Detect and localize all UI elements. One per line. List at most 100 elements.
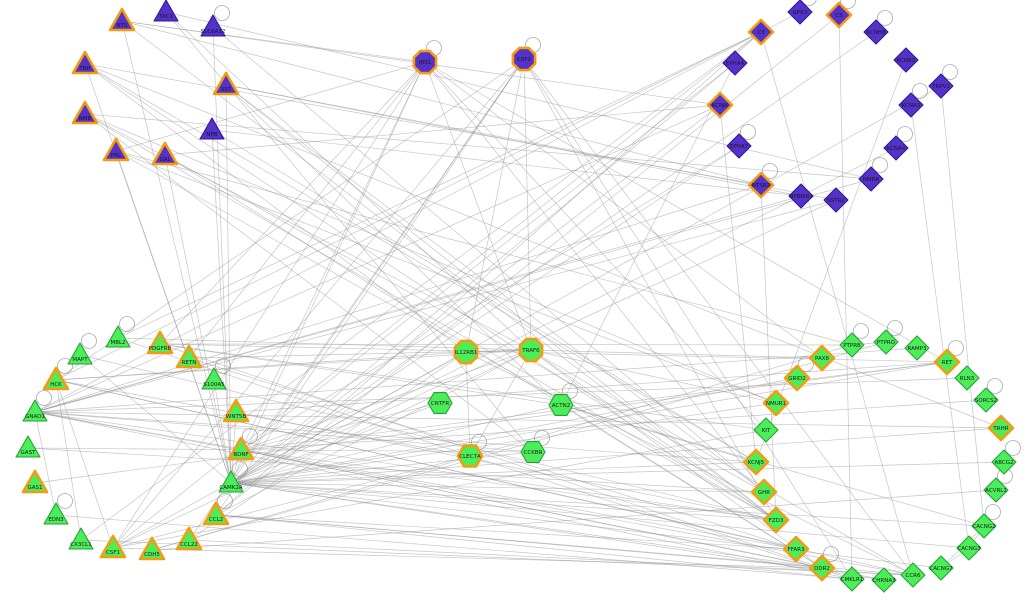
node-shape-dia[interactable]	[898, 92, 924, 118]
node-shape-dia[interactable]	[863, 19, 889, 45]
node-shape-dia[interactable]	[839, 566, 865, 592]
node-shape-tri[interactable]	[108, 7, 136, 32]
node-PRL[interactable]: PRL	[102, 137, 130, 162]
node-shape-tri[interactable]	[151, 141, 179, 166]
node-TRH[interactable]: TRH	[71, 50, 99, 75]
node-shape-dia[interactable]	[762, 506, 790, 534]
node-shape-dia[interactable]	[722, 50, 748, 76]
node-shape-tri[interactable]	[202, 501, 230, 526]
node-shape-dia[interactable]	[825, 1, 853, 29]
node-shape-dia[interactable]	[973, 387, 999, 413]
node-GPR3[interactable]: GPR3	[787, 0, 813, 25]
node-TRAF6[interactable]: TRAF6	[518, 337, 544, 363]
node-shape-dia[interactable]	[839, 332, 865, 358]
node-shape-tri[interactable]	[71, 50, 99, 75]
node-RLN3[interactable]: RLN3	[954, 365, 980, 391]
node-shape-tri[interactable]	[199, 117, 225, 140]
node-shape-tri[interactable]	[42, 366, 70, 391]
node-KCNB2[interactable]: KCNB2	[893, 47, 919, 73]
node-shape-tri[interactable]	[212, 71, 240, 96]
node-FZD3[interactable]: FZD3	[762, 506, 790, 534]
node-NMUR1[interactable]: NMUR1	[762, 389, 790, 417]
node-SSTR2[interactable]: SSTR2	[823, 187, 849, 213]
node-shape-tri[interactable]	[200, 14, 226, 37]
node-TRHR[interactable]: TRHR	[987, 414, 1015, 442]
node-shape-dia[interactable]	[742, 448, 770, 476]
node-IRS1[interactable]: IRS1	[412, 49, 438, 75]
node-shape-oct[interactable]	[453, 339, 479, 365]
node-shape-dia[interactable]	[788, 183, 814, 209]
node-PAX8[interactable]: PAX8	[808, 344, 836, 372]
node-HCK[interactable]: HCK	[42, 366, 70, 391]
node-shape-tri[interactable]	[99, 534, 127, 559]
node-shape-dia[interactable]	[808, 344, 836, 372]
node-CCR6[interactable]: CCR6	[900, 562, 926, 588]
node-shape-dia[interactable]	[747, 171, 775, 199]
node-KIT[interactable]: KIT	[753, 417, 779, 443]
node-NTSR2[interactable]: NTSR2	[747, 171, 775, 199]
node-shape-dia[interactable]	[893, 47, 919, 73]
node-shape-tri[interactable]	[43, 502, 69, 525]
node-shape-dia[interactable]	[883, 135, 909, 161]
node-KCNA3[interactable]: KCNA3	[898, 92, 924, 118]
node-shape-tri[interactable]	[218, 470, 244, 493]
node-shape-dia[interactable]	[928, 555, 954, 581]
node-CACNG3[interactable]: CACNG3	[956, 535, 982, 561]
node-EPHA7[interactable]: EPHA7	[726, 133, 752, 159]
node-shape-hex[interactable]	[548, 394, 574, 416]
node-shape-dia[interactable]	[956, 535, 982, 561]
node-shape-dia[interactable]	[873, 329, 899, 355]
node-KCNJ5[interactable]: KCNJ5	[742, 448, 770, 476]
node-shape-dia[interactable]	[971, 513, 997, 539]
node-shape-tri[interactable]	[102, 137, 130, 162]
node-shape-dia[interactable]	[987, 414, 1015, 442]
node-EPHA4[interactable]: EPHA4	[722, 50, 748, 76]
node-shape-dia[interactable]	[954, 365, 980, 391]
node-CSF2[interactable]: CSF2	[511, 46, 537, 72]
node-NTS[interactable]: NTS	[108, 7, 136, 32]
node-shape-tri[interactable]	[105, 325, 131, 348]
node-shape-dia[interactable]	[983, 477, 1009, 503]
node-GAL[interactable]: GAL	[151, 141, 179, 166]
node-shape-tri[interactable]	[201, 367, 227, 390]
node-shape-dia[interactable]	[991, 449, 1017, 475]
node-CDH5[interactable]: CDH5	[138, 536, 166, 561]
node-shape-tri[interactable]	[71, 100, 99, 125]
node-shape-tri[interactable]	[138, 536, 166, 561]
node-shape-dia[interactable]	[858, 166, 884, 192]
node-shape-dia[interactable]	[933, 348, 961, 376]
node-shape-hex[interactable]	[520, 441, 546, 463]
node-shape-hex[interactable]	[456, 444, 484, 468]
node-shape-oct[interactable]	[412, 49, 438, 75]
node-CX3CL1[interactable]: CX3CL1	[68, 527, 94, 550]
node-shape-tri[interactable]	[227, 436, 255, 461]
node-CCL22[interactable]: CCL22	[175, 526, 203, 551]
node-TAC1[interactable]: TAC1	[153, 0, 179, 22]
node-KCNH8[interactable]: KCNH8	[863, 19, 889, 45]
node-shape-tri[interactable]	[146, 330, 174, 355]
node-GHR[interactable]: GHR	[750, 478, 778, 506]
node-PTPRO[interactable]: PTPRO	[873, 329, 899, 355]
node-shape-dia[interactable]	[871, 567, 897, 593]
node-shape-dia[interactable]	[900, 562, 926, 588]
node-shape-tri[interactable]	[21, 469, 49, 494]
node-ABCG2[interactable]: ABCG2	[991, 449, 1017, 475]
node-C5[interactable]: C5	[825, 1, 853, 29]
node-shape-dia[interactable]	[750, 478, 778, 506]
node-EDN3[interactable]: EDN3	[43, 502, 69, 525]
node-shape-tri[interactable]	[68, 527, 94, 550]
node-NMBR[interactable]: NMBR	[858, 166, 884, 192]
node-shape-dia[interactable]	[787, 0, 813, 25]
node-shape-hex[interactable]	[427, 392, 453, 414]
node-S100A5[interactable]: S100A5	[201, 367, 227, 390]
node-MBL2[interactable]: MBL2	[105, 325, 131, 348]
node-CNTFR[interactable]: CNTFR	[427, 392, 453, 414]
node-shape-tri[interactable]	[15, 435, 41, 458]
node-ACTN2[interactable]: ACTN2	[548, 394, 574, 416]
node-CCKBR[interactable]: CCKBR	[520, 441, 546, 463]
node-shape-dia[interactable]	[782, 535, 810, 563]
node-shape-oct[interactable]	[511, 46, 537, 72]
node-KCNJ6[interactable]: KCNJ6	[706, 91, 734, 119]
